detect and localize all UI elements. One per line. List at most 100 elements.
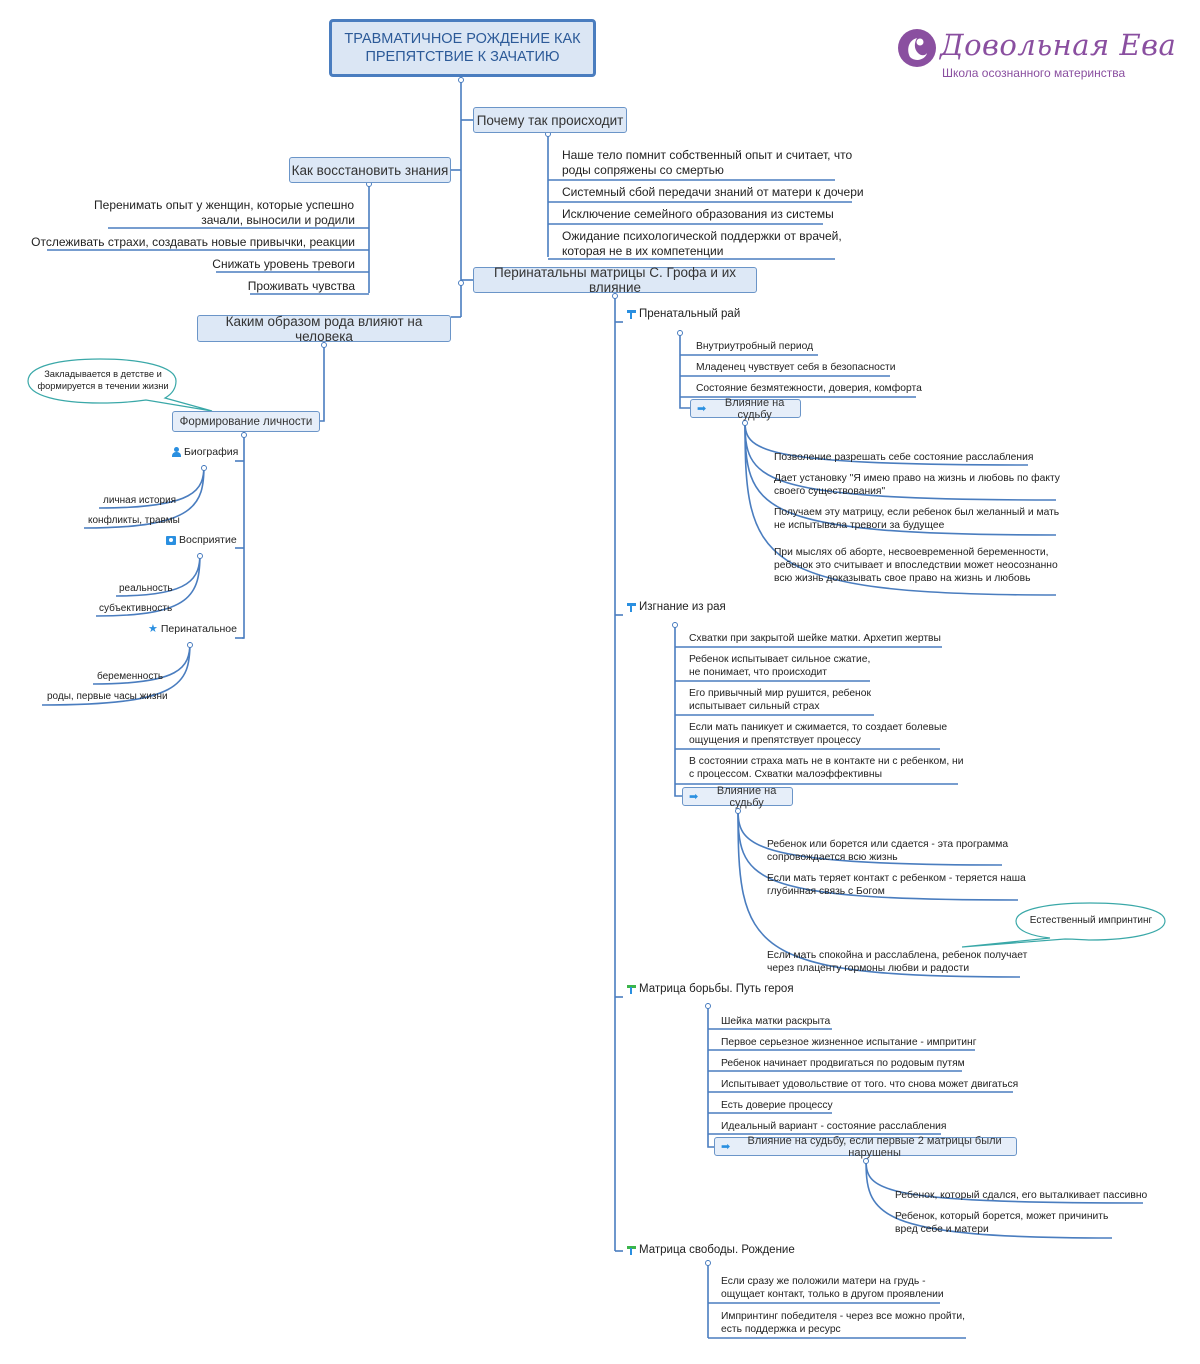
- m3-fate-label: Влияние на судьбу, если первые 2 матрицы…: [747, 1134, 1002, 1159]
- m3-fate-2a: Ребенок, который борется, может причинит…: [895, 1211, 1109, 1222]
- why-item-2: Системный сбой передачи знаний от матери…: [562, 185, 864, 199]
- why-item-4b: которая не в их компетенции: [562, 244, 724, 258]
- matrix-3-topic[interactable]: Матрица борьбы. Путь героя: [627, 983, 794, 995]
- perinatal-item-2: роды, первые часы жизни: [47, 691, 168, 702]
- bio-topic[interactable]: Биография: [172, 446, 238, 458]
- matrix-4-label: Матрица свободы. Рождение: [639, 1244, 795, 1256]
- matrix-2-topic[interactable]: Изгнание из рая: [627, 601, 726, 613]
- matrix-4-topic[interactable]: Матрица свободы. Рождение: [627, 1244, 795, 1256]
- perinatal-item-1: беременность: [97, 671, 164, 682]
- m3-item-2: Первое серьезное жизненное испытание - и…: [721, 1037, 977, 1048]
- m1-fate-4c: всю жизнь доказывать свое право на жизнь…: [774, 573, 1031, 584]
- perception-topic[interactable]: Восприятие: [166, 534, 237, 546]
- m3-item-6: Идеальный вариант - состояние расслаблен…: [721, 1121, 947, 1132]
- m2-item-3b: испытывает сильный страх: [689, 701, 820, 712]
- logo-title: Довольная Ева: [940, 28, 1177, 62]
- matrix-1-topic[interactable]: Пренатальный рай: [627, 308, 740, 320]
- topic-why[interactable]: Почему так происходит: [473, 107, 627, 133]
- m4-item-2a: Импринтинг победителя - через все можно …: [721, 1311, 966, 1322]
- m1-fate-2a: Дает установку "Я имею право на жизнь и …: [774, 473, 1060, 484]
- restore-item-3: Снижать уровень тревоги: [212, 257, 355, 271]
- m1-item-1: Внутриутробный период: [696, 341, 814, 352]
- bio-item-1: личная история: [103, 495, 177, 506]
- topic-matrices[interactable]: Перинатальны матрицы С. Грофа и их влиян…: [473, 265, 757, 295]
- callout-bubble-left: [27, 358, 213, 412]
- perinatal-topic[interactable]: ★ Перинатальное: [148, 622, 237, 636]
- root-topic[interactable]: ТРАВМАТИЧНОЕ РОЖДЕНИЕ КАК ПРЕПЯТСТВИЕ К …: [329, 19, 596, 77]
- callout-bubble-right: [961, 902, 1166, 948]
- topic-restore-label: Как восстановить знания: [291, 162, 449, 178]
- m3-item-1: Шейка матки раскрыта: [721, 1016, 831, 1027]
- perception-item-1: реальность: [119, 583, 173, 594]
- restore-item-2: Отслеживать страхи, создавать новые прив…: [31, 235, 355, 249]
- arrow-right-icon: ➡: [721, 1141, 731, 1153]
- star-icon: ★: [148, 623, 158, 635]
- perinatal-label: Перинатальное: [160, 622, 237, 635]
- bio-label: Биография: [184, 446, 239, 458]
- topic-restore[interactable]: Как восстановить знания: [289, 157, 451, 183]
- m4-item-1a: Если сразу же положили матери на грудь -: [721, 1276, 926, 1287]
- m2-item-5a: В состоянии страха мать не в контакте ни…: [689, 756, 964, 767]
- topic-influence[interactable]: Каким образом рода влияют на человека: [197, 314, 451, 344]
- logo-subtitle: Школа осознанного материнства: [942, 66, 1126, 80]
- m2-item-2a: Ребенок испытывает сильное сжатие,: [689, 654, 871, 665]
- m3-fate-2b: вред себе и матери: [895, 1224, 989, 1235]
- restore-item-4: Проживать чувства: [247, 279, 355, 293]
- m2-fate-3b: через плаценту гормоны любви и радости: [767, 963, 970, 974]
- m2-item-2b: не понимает, что происходит: [689, 667, 827, 678]
- m1-item-3: Состояние безмятежности, доверия, комфор…: [696, 383, 922, 394]
- contact-card-icon: [166, 535, 176, 545]
- m2-item-4a: Если мать паникует и сжимается, то созда…: [689, 722, 948, 733]
- perception-item-2: субъективность: [99, 603, 173, 614]
- logo-icon: [898, 29, 936, 67]
- topic-matrices-label: Перинатальны матрицы С. Грофа и их влиян…: [494, 265, 736, 295]
- m2-fate-3a: Если мать спокойна и расслаблена, ребено…: [767, 950, 1028, 961]
- person-icon: [172, 447, 181, 457]
- why-item-3: Исключение семейного образования из сист…: [562, 207, 834, 221]
- perception-label: Восприятие: [179, 534, 237, 546]
- topic-personality-label: Формирование личности: [179, 415, 313, 428]
- m3-item-3: Ребенок начинает продвигаться по родовым…: [721, 1058, 965, 1069]
- callout-right-text: Естественный импринтинг: [1029, 915, 1153, 926]
- m3-fate-topic[interactable]: ➡ Влияние на судьбу, если первые 2 матри…: [714, 1134, 1017, 1159]
- m2-fate-1a: Ребенок или борется или сдается - эта пр…: [767, 839, 1009, 850]
- m1-fate-1: Позволение разрешать себе состояние расс…: [774, 452, 1034, 463]
- m2-fate-topic[interactable]: ➡ Влияние на судьбу: [682, 784, 793, 809]
- arrow-right-icon: ➡: [697, 403, 707, 415]
- m4-item-1b: ощущает контакт, только в другом проявле…: [721, 1289, 944, 1300]
- why-item-1b: роды сопряжены со смертью: [562, 163, 724, 177]
- m1-item-2: Младенец чувствует себя в безопасности: [696, 362, 896, 373]
- restore-item-1b: зачали, выносили и родили: [201, 213, 355, 227]
- topic-personality[interactable]: Формирование личности: [172, 411, 320, 432]
- matrix-2-label: Изгнание из рая: [639, 601, 726, 613]
- m2-fate-label: Влияние на судьбу: [716, 784, 777, 809]
- why-item-1a: Наше тело помнит собственный опыт и счит…: [562, 148, 853, 162]
- m1-fate-3b: не испытывала тревоги за будущее: [774, 520, 945, 531]
- flag-icon: [627, 602, 636, 612]
- bio-item-2: конфликты, травмы: [88, 515, 180, 526]
- m2-fate-2b: глубинная связь с Богом: [767, 886, 885, 897]
- m1-fate-topic[interactable]: ➡ Влияние на судьбу: [690, 397, 801, 421]
- flag-icon: [627, 1245, 636, 1255]
- m2-item-1: Схватки при закрытой шейке матки. Архети…: [689, 633, 941, 644]
- m2-item-5b: с процессом. Схватки малоэффективны: [689, 769, 882, 780]
- topic-why-label: Почему так происходит: [476, 112, 624, 128]
- arrow-right-icon: ➡: [689, 791, 699, 803]
- m3-fate-1: Ребенок, который сдался, его выталкивает…: [895, 1190, 1148, 1201]
- m2-fate-2a: Если мать теряет контакт с ребенком - те…: [767, 873, 1026, 884]
- m1-fate-2b: своего существования": [774, 486, 886, 497]
- m4-item-2b: есть поддержка и ресурс: [721, 1324, 841, 1335]
- m2-item-3a: Его привычный мир рушится, ребенок: [689, 688, 871, 699]
- flag-icon: [627, 984, 636, 994]
- callout-left-line2: формируется в течении жизни: [37, 381, 169, 391]
- why-item-4a: Ожидание психологической поддержки от вр…: [562, 229, 842, 243]
- m1-fate-4a: При мыслях об аборте, несвоевременной бе…: [774, 547, 1049, 558]
- root-title: ТРАВМАТИЧНОЕ РОЖДЕНИЕ КАК ПРЕПЯТСТВИЕ К …: [344, 31, 581, 65]
- matrix-1-label: Пренатальный рай: [639, 308, 741, 320]
- m2-item-4b: ощущения и препятствует процессу: [689, 735, 861, 746]
- matrix-3-label: Матрица борьбы. Путь героя: [639, 983, 794, 995]
- m2-fate-1b: сопровождается всю жизнь: [767, 852, 898, 863]
- flag-icon: [627, 309, 636, 319]
- restore-item-1a: Перенимать опыт у женщин, которые успешн…: [94, 198, 354, 212]
